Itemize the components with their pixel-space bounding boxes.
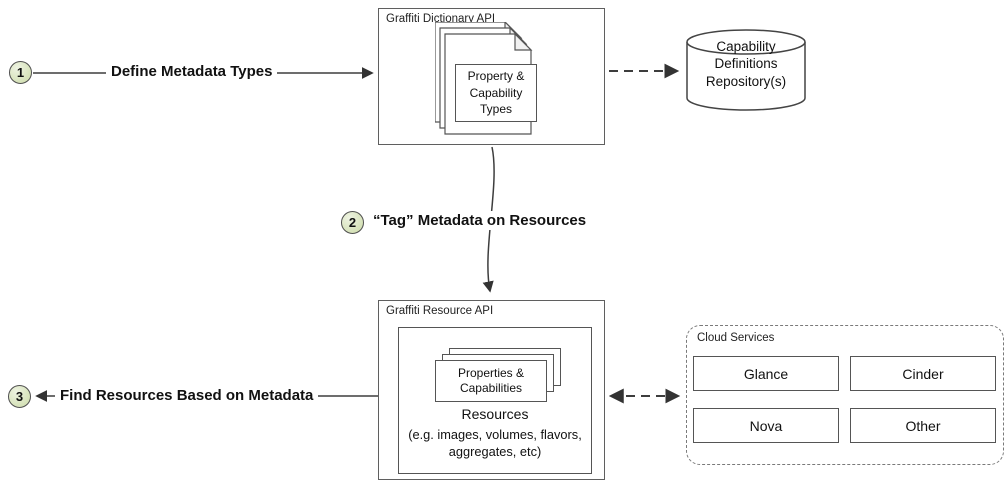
document-stack-icon: Property & Capability Types: [434, 20, 557, 142]
repository-cylinder: Capability Definitions Repository(s): [685, 28, 807, 112]
properties-capabilities-stack: Properties & Capabilities: [435, 348, 565, 404]
step-2-label: “Tag” Metadata on Resources: [368, 211, 592, 230]
stack-rect-front: Properties & Capabilities: [435, 360, 547, 402]
service-box-nova: Nova: [693, 408, 839, 443]
document-stack-label: Property & Capability Types: [455, 64, 537, 122]
resources-detail: (e.g. images, volumes, flavors, aggregat…: [399, 426, 591, 461]
step-3-badge: 3: [8, 385, 31, 408]
resources-title: Resources: [461, 406, 529, 422]
service-box-glance: Glance: [693, 356, 839, 391]
step-2-badge: 2: [341, 211, 364, 234]
step-1-badge: 1: [9, 61, 32, 84]
service-box-other: Other: [850, 408, 996, 443]
resources-inner-box: Properties & Capabilities Resources (e.g…: [398, 327, 592, 474]
service-box-cinder: Cinder: [850, 356, 996, 391]
graffiti-resource-api-box: Graffiti Resource API Properties & Capab…: [378, 300, 605, 480]
cylinder-shape-icon: [686, 29, 806, 111]
resource-api-title: Graffiti Resource API: [386, 305, 494, 317]
repository-label: Capability Definitions Repository(s): [685, 38, 807, 90]
step-1-label: Define Metadata Types: [106, 62, 278, 81]
cloud-services-group: Cloud Services Glance Cinder Nova Other: [686, 325, 1004, 465]
cloud-services-title: Cloud Services: [697, 332, 775, 344]
graffiti-dictionary-api-box: Graffiti Dictionary API Property & Capab…: [378, 8, 605, 145]
resources-detail-text: (e.g. images, volumes, flavors, aggregat…: [408, 427, 582, 460]
repository-label-text: Capability Definitions Repository(s): [705, 39, 787, 89]
step-3-label: Find Resources Based on Metadata: [55, 386, 319, 405]
